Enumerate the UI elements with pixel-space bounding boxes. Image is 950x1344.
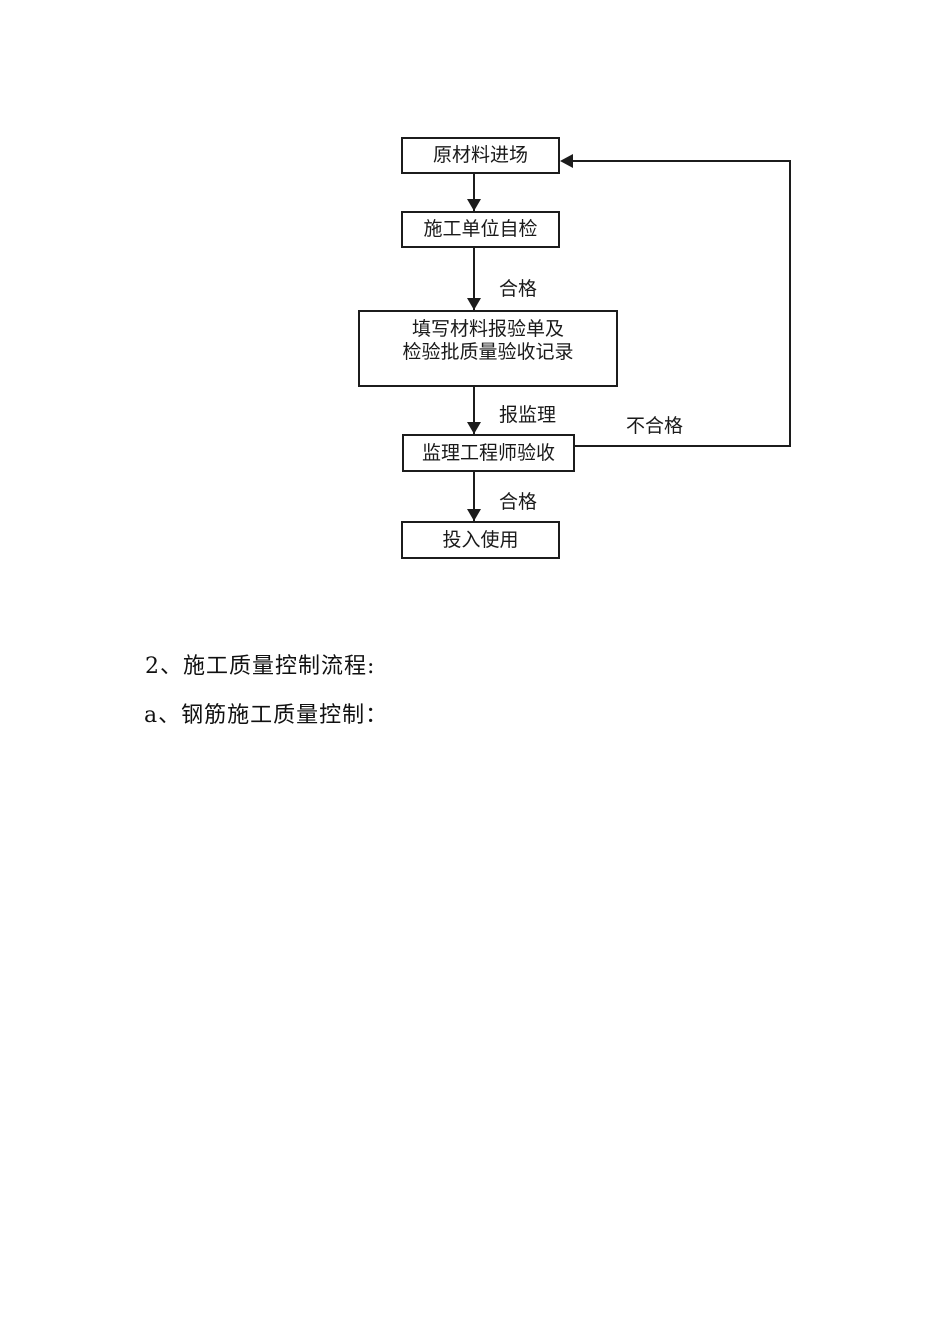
edge-label-qualified-2: 合格 — [499, 491, 538, 513]
arrow-left-icon — [560, 154, 573, 168]
edge-label-report-supervision: 报监理 — [499, 404, 557, 426]
arrow-down-icon — [467, 199, 481, 211]
arrow-down-icon — [467, 422, 481, 434]
flow-box-put-into-use-label: 投入使用 — [442, 528, 519, 551]
connector-selfcheck-to-form — [473, 248, 475, 310]
connector-form-to-supervisor — [473, 387, 475, 434]
loop-line-right — [789, 161, 791, 447]
heading-rebar-quality-control: a、钢筋施工质量控制： — [144, 703, 389, 728]
flow-box-raw-material-arrival-label: 原材料进场 — [432, 144, 528, 166]
flow-box-fill-inspection-form: 填写材料报验单及 检验批质量验收记录 — [358, 310, 618, 387]
arrow-down-icon — [467, 509, 481, 521]
loop-line-bottom — [575, 445, 791, 447]
flow-box-supervisor-acceptance: 监理工程师验收 — [402, 434, 575, 472]
flow-box-fill-inspection-form-line2: 检验批质量验收记录 — [402, 341, 574, 363]
arrow-down-icon — [467, 298, 481, 310]
edge-label-unqualified: 不合格 — [626, 415, 684, 437]
flow-box-contractor-self-check: 施工单位自检 — [401, 211, 560, 248]
heading-construction-quality-control-process: 2、施工质量控制流程: — [145, 654, 376, 679]
connector-supervisor-to-use — [473, 472, 475, 521]
loop-line-top — [573, 160, 791, 162]
connector-raw-to-selfcheck — [473, 174, 475, 211]
flow-box-contractor-self-check-label: 施工单位自检 — [423, 218, 538, 240]
edge-label-qualified-1: 合格 — [499, 278, 538, 300]
flow-box-supervisor-acceptance-label: 监理工程师验收 — [421, 441, 555, 464]
flow-box-raw-material-arrival: 原材料进场 — [401, 137, 560, 174]
flow-box-put-into-use: 投入使用 — [401, 521, 560, 559]
flow-box-fill-inspection-form-line1: 填写材料报验单及 — [411, 318, 564, 340]
